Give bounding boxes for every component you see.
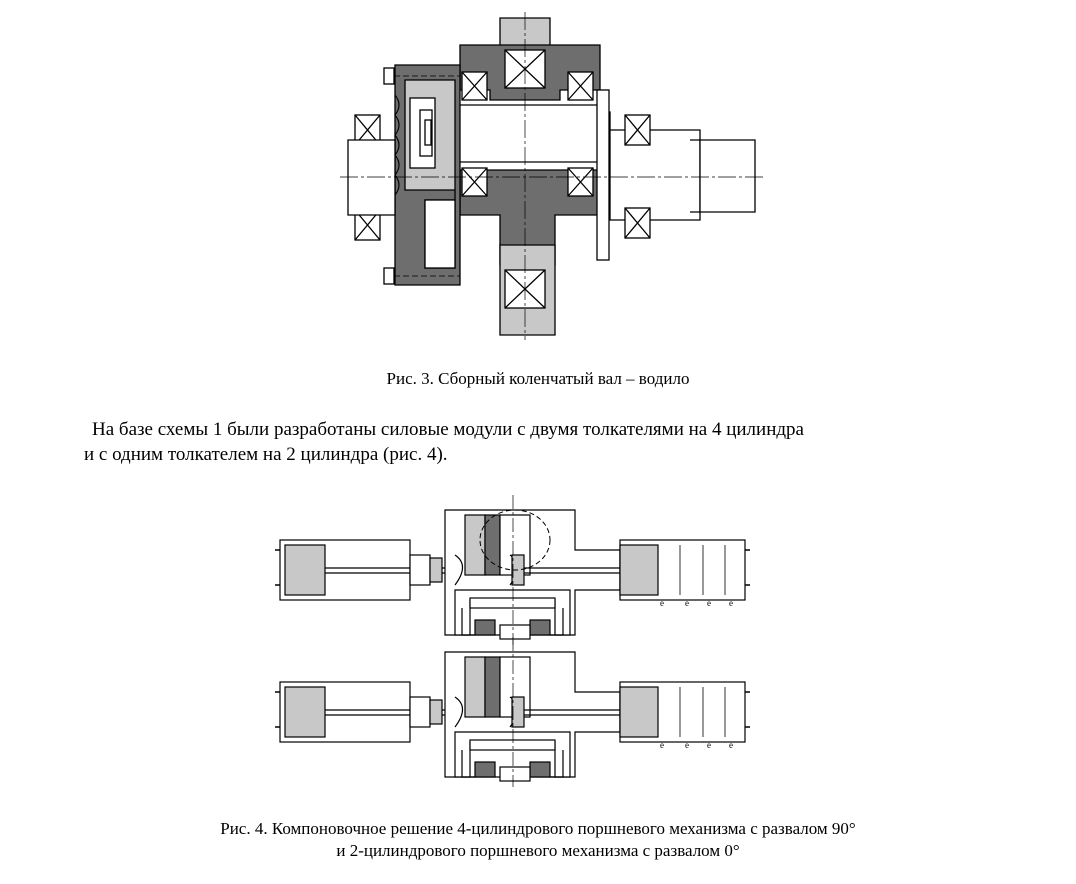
figure-4-caption-line-2: и 2-цилиндрового поршневого механизма с … — [336, 841, 740, 860]
figure-4-drawing: e e e e — [274, 494, 751, 788]
figure-3-caption: Рис. 3. Сборный коленчатый вал – водило — [386, 369, 690, 388]
figure-3-drawing — [340, 12, 765, 340]
figure-4-caption-line-1: Рис. 4. Компоновочное решение 4-цилиндро… — [220, 819, 856, 838]
mechanism-2-cylinder — [274, 636, 751, 788]
figure-4-caption: Рис. 4. Компоновочное решение 4-цилиндро… — [0, 818, 1076, 862]
paragraph-line-1: На базе схемы 1 были разработаны силовые… — [92, 419, 804, 440]
paragraph-line-2: и с одним толкателем на 2 цилиндра (рис.… — [84, 444, 448, 465]
body-paragraph: На базе схемы 1 были разработаны силовые… — [84, 417, 999, 467]
mechanism-4-cylinder — [274, 494, 751, 646]
